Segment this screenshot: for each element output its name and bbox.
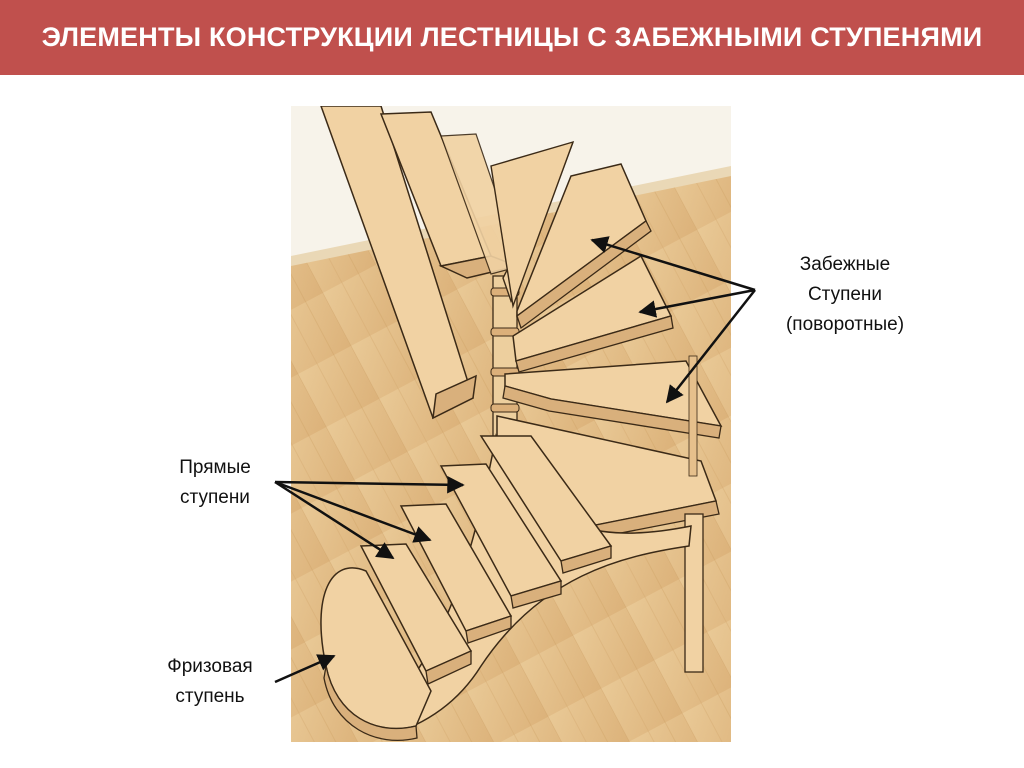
frieze-step-label: Фризовая ступень <box>145 652 275 712</box>
frieze-step-line-1: Фризовая <box>167 656 253 677</box>
winder-steps-line-3: (поворотные) <box>785 314 905 335</box>
straight-steps-label: Прямые ступени <box>150 453 280 513</box>
straight-steps-line-2: ступени <box>180 487 250 508</box>
frieze-step-line-2: ступень <box>175 686 245 707</box>
winder-steps-line-1: Забежные <box>799 254 891 275</box>
winder-steps-label: Забежные Ступени (поворотные) <box>760 250 930 340</box>
winder-steps-line-2: Ступени <box>807 284 883 305</box>
slide-title: ЭЛЕМЕНТЫ КОНСТРУКЦИИ ЛЕСТНИЦЫ С ЗАБЕЖНЫМ… <box>0 0 1024 75</box>
staircase-illustration <box>291 106 731 742</box>
straight-steps-line-1: Прямые <box>179 457 251 478</box>
